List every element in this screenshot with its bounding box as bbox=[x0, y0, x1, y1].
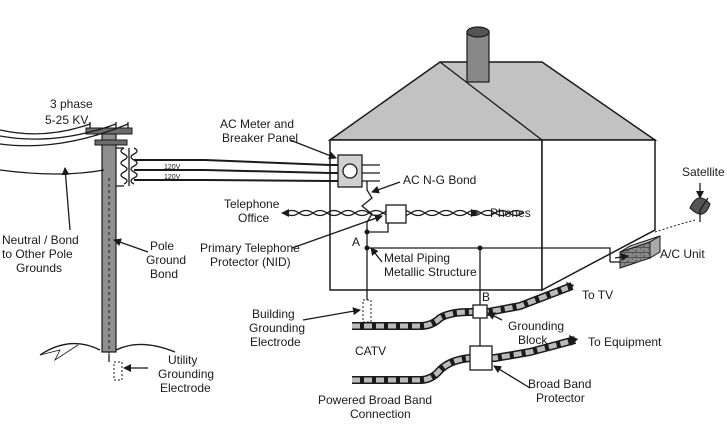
label-neutral-3: Grounds bbox=[16, 261, 62, 275]
house-roof bbox=[327, 61, 658, 141]
label-tel-office-2: Office bbox=[238, 211, 269, 225]
nid-box bbox=[385, 204, 407, 224]
house bbox=[327, 26, 658, 292]
satellite-dish bbox=[654, 197, 711, 233]
label-metal-2: Metallic Structure bbox=[384, 265, 477, 279]
label-point-b: B bbox=[482, 290, 490, 304]
label-meter-2: Breaker Panel bbox=[222, 131, 298, 145]
transformer bbox=[116, 147, 138, 187]
label-bbp-2: Protector bbox=[536, 391, 585, 405]
label-utility-2: Grounding bbox=[158, 367, 214, 381]
label-pbb-2: Connection bbox=[350, 407, 411, 421]
label-grounding-block-2: Block bbox=[518, 333, 548, 347]
label-volt-1: 120V bbox=[164, 164, 181, 171]
label-pbb: Powered Broad Band bbox=[318, 393, 432, 407]
labels: 3 phase 5-25 KV Neutral / Bond to Other … bbox=[2, 97, 725, 421]
label-satellite: Satellite bbox=[682, 165, 725, 179]
leader-arrows bbox=[61, 139, 704, 389]
label-ptp-2: Protector (NID) bbox=[210, 255, 291, 269]
ground-conductor bbox=[360, 181, 611, 323]
label-ptp: Primary Telephone bbox=[200, 241, 300, 255]
label-catv: CATV bbox=[355, 344, 386, 358]
label-ng-bond: AC N-G Bond bbox=[403, 173, 476, 187]
utility-electrode bbox=[113, 361, 123, 381]
ac-meter bbox=[337, 154, 380, 188]
label-pole-ground-3: Bond bbox=[150, 267, 178, 281]
label-pole-ground: Pole bbox=[150, 239, 174, 253]
catv-cable bbox=[352, 282, 574, 330]
label-point-a: A bbox=[352, 235, 360, 249]
label-to-equipment: To Equipment bbox=[588, 335, 662, 349]
label-bbp: Broad Band bbox=[528, 377, 591, 391]
building-electrode bbox=[362, 299, 372, 323]
label-bge: Building bbox=[252, 307, 295, 321]
label-volt-2: 120V bbox=[164, 174, 181, 181]
ac-unit bbox=[610, 235, 661, 269]
label-neutral: Neutral / Bond bbox=[2, 233, 79, 247]
label-three-phase: 3 phase bbox=[50, 97, 93, 111]
label-neutral-2: to Other Pole bbox=[2, 247, 73, 261]
label-grounding-block: Grounding bbox=[508, 319, 564, 333]
house-side-wall bbox=[541, 139, 656, 292]
grounding-block bbox=[472, 304, 488, 319]
label-pole-ground-2: Ground bbox=[146, 253, 186, 267]
label-utility: Utility bbox=[168, 353, 197, 367]
label-utility-3: Electrode bbox=[160, 381, 211, 395]
label-kv: 5-25 KV bbox=[45, 113, 88, 127]
broadband-protector bbox=[469, 345, 493, 371]
label-to-tv: To TV bbox=[582, 288, 613, 302]
label-metal: Metal Piping bbox=[384, 251, 450, 265]
label-meter: AC Meter and bbox=[220, 117, 294, 131]
label-bge-2: Grounding bbox=[249, 321, 305, 335]
chimney bbox=[466, 26, 490, 83]
label-bge-3: Electrode bbox=[250, 335, 301, 349]
label-phones: Phones bbox=[490, 206, 531, 220]
broadband-cable bbox=[352, 318, 578, 384]
label-tel-office: Telephone bbox=[224, 197, 280, 211]
label-ac-unit: A/C Unit bbox=[660, 247, 705, 261]
service-drop bbox=[108, 159, 338, 362]
